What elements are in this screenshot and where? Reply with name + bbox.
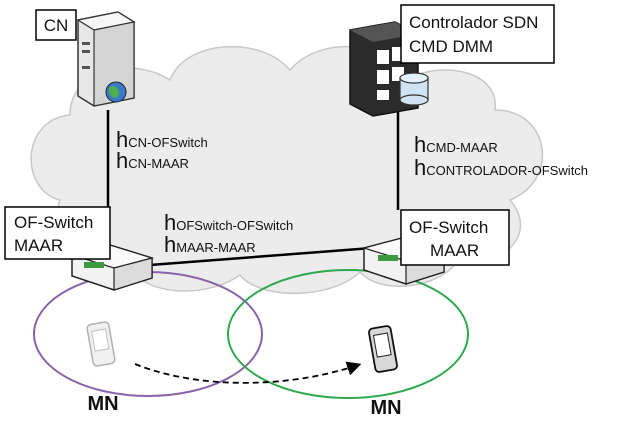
controller-label-box: Controlador SDN CMD DMM [400, 4, 555, 64]
switch-left-label-line2: MAAR [14, 236, 63, 255]
latency-maar-maar: hMAAR-MAAR [164, 232, 256, 257]
mobility-arrow [134, 361, 362, 384]
mobile-phone-left-icon [86, 321, 116, 367]
switch-left-label-line1: OF-Switch [14, 213, 93, 232]
svg-text:hCN-MAAR: hCN-MAAR [116, 148, 189, 173]
latency-ofswitch-ofswitch: hOFSwitch-OFSwitch [164, 210, 293, 235]
svg-text:hMAAR-MAAR: hMAAR-MAAR [164, 232, 256, 257]
coverage-area-right [227, 269, 469, 399]
latency-controlador-ofswitch: hCONTROLADOR-OFSwitch [414, 155, 588, 180]
svg-text:hOFSwitch-OFSwitch: hOFSwitch-OFSwitch [164, 210, 293, 235]
globe-icon [105, 81, 127, 103]
svg-text:hCONTROLADOR-OFSwitch: hCONTROLADOR-OFSwitch [414, 155, 588, 180]
switch-left-label-box: OF-Switch MAAR [4, 206, 111, 260]
switch-right-label-box: OF-Switch MAAR [400, 209, 510, 266]
cn-label: CN [44, 16, 69, 35]
mobile-phone-right-icon [368, 325, 398, 373]
switch-right-label-line1: OF-Switch [409, 218, 488, 237]
controller-label-line2: CMD DMM [409, 37, 493, 56]
mn-right-label: MN [370, 397, 401, 419]
latency-cn-ofswitch: hCN-OFSwitch [116, 127, 208, 152]
database-icon [399, 72, 429, 106]
switch-right-label-line2: MAAR [430, 241, 479, 260]
cn-label-box: CN [35, 9, 77, 41]
svg-text:hCMD-MAAR: hCMD-MAAR [414, 132, 498, 157]
latency-cmd-maar: hCMD-MAAR [414, 132, 498, 157]
latency-cn-maar: hCN-MAAR [116, 148, 189, 173]
link-switch-switch [149, 246, 373, 267]
mn-left-label: MN [87, 393, 118, 415]
svg-text:hCN-OFSwitch: hCN-OFSwitch [116, 127, 208, 152]
controller-label-line1: Controlador SDN [409, 13, 538, 32]
